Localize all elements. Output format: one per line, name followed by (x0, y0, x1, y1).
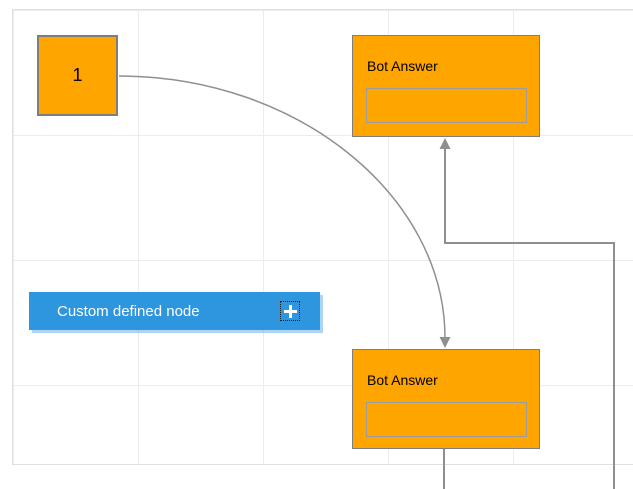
node-start-square[interactable]: 1 (37, 35, 118, 116)
bot-answer-bottom-input[interactable] (366, 402, 527, 437)
arrowhead-icon (439, 337, 451, 348)
bot-answer-bottom-title: Bot Answer (367, 372, 438, 388)
node-bot-answer-bottom[interactable]: Bot Answer (352, 349, 540, 449)
node-bot-answer-top[interactable]: Bot Answer (352, 35, 540, 137)
plus-icon[interactable] (280, 301, 300, 321)
custom-node-label: Custom defined node (57, 302, 200, 320)
node-start-label: 1 (72, 65, 83, 85)
connector-curve-start-to-bottom-bot-answer[interactable] (118, 75, 446, 339)
node-custom-defined[interactable]: Custom defined node (29, 292, 320, 330)
connector-orthogonal-to-top-bot-answer[interactable] (444, 149, 615, 489)
bot-answer-top-title: Bot Answer (367, 58, 438, 74)
bot-answer-top-input[interactable] (366, 88, 527, 123)
arrowhead-icon (439, 138, 451, 149)
